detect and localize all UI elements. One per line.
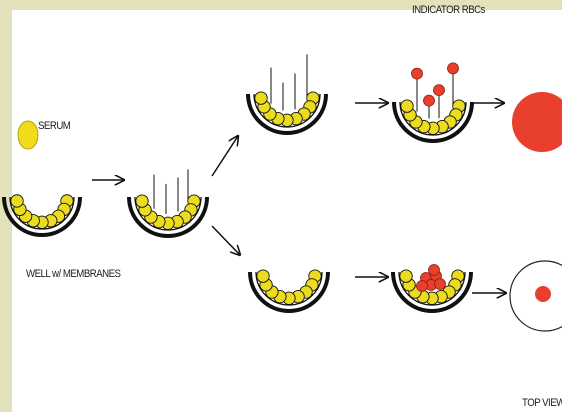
indicator-rbc xyxy=(429,265,440,276)
membrane-particle xyxy=(401,100,413,112)
membrane-particle xyxy=(136,195,148,207)
well-upper-rbcs xyxy=(394,63,472,141)
result-top-view-agglutination xyxy=(512,92,562,152)
membrane-particle xyxy=(257,270,269,282)
label-indicator-rbcs: INDICATOR RBCs xyxy=(412,4,485,16)
indicator-rbc xyxy=(417,281,428,292)
result-top-view-button xyxy=(535,286,551,302)
membrane-particle xyxy=(11,195,23,207)
well-lower-membranes xyxy=(250,270,328,311)
label-serum: SERUM xyxy=(38,120,70,132)
serum-drop xyxy=(18,121,38,149)
indicator-rbc xyxy=(412,68,423,79)
arrow-up-branch xyxy=(212,136,238,176)
well-upper-antibodies xyxy=(248,54,326,133)
label-well-membranes: WELL w/ MEMBRANES xyxy=(26,268,120,280)
membrane-particle xyxy=(255,92,267,104)
indicator-rbc xyxy=(435,279,446,290)
arrow-down-branch xyxy=(212,226,240,255)
well-lower-rbcs xyxy=(393,265,471,312)
indicator-rbc xyxy=(448,63,459,74)
membrane-particle xyxy=(400,270,412,282)
label-top-view: TOP VIEW xyxy=(522,397,562,409)
indicator-rbc xyxy=(424,95,435,106)
well-with-antibodies xyxy=(129,169,207,236)
indicator-rbc xyxy=(434,85,445,96)
well-with-membranes xyxy=(4,195,80,235)
